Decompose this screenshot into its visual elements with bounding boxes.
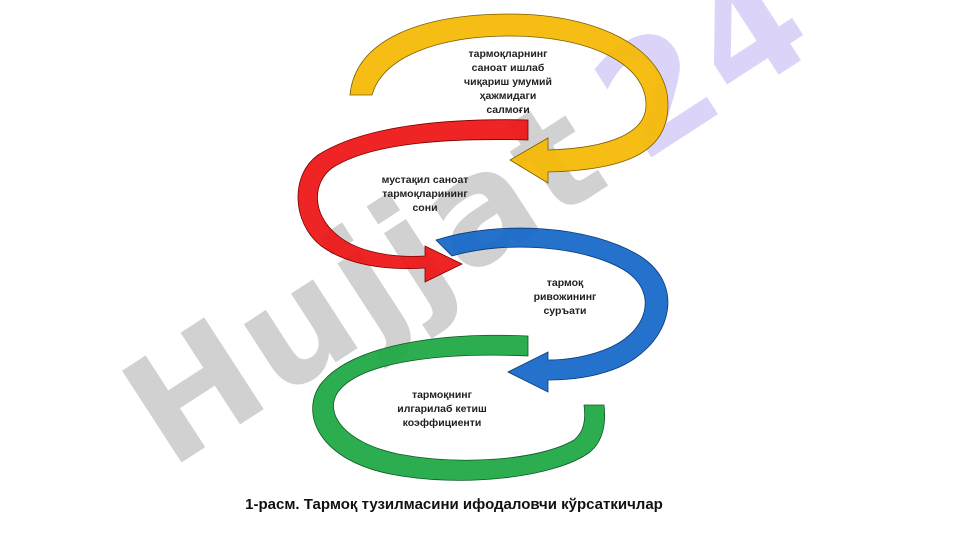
label-line: тармоқларининг <box>382 188 468 200</box>
label-blue: тармоқ ривожининг суръати <box>515 276 615 318</box>
green-arrow <box>312 334 606 481</box>
label-yellow: тармоқларнинг саноат ишлаб чиқариш умуми… <box>448 47 568 117</box>
label-line: ривожининг <box>533 291 597 303</box>
label-line: саноат ишлаб <box>471 62 545 74</box>
label-line: салмоғи <box>486 104 530 116</box>
blue-arrow <box>435 227 669 393</box>
figure-caption: 1-расм. Тармоқ тузилмасини ифодаловчи кў… <box>245 496 663 513</box>
label-line: чиқариш умумий <box>464 76 552 88</box>
label-line: мустақил саноат <box>381 174 469 186</box>
label-line: суръати <box>543 305 587 317</box>
label-line: тармоқнинг <box>411 389 473 401</box>
red-arrow <box>297 119 529 283</box>
yellow-arrow <box>349 13 669 184</box>
label-red: мустақил саноат тармоқларининг сони <box>370 173 480 215</box>
label-line: тармоқларнинг <box>468 48 548 60</box>
label-line: тармоқ <box>546 277 584 289</box>
label-green: тармоқнинг илгарилаб кетиш коэффициенти <box>384 388 500 430</box>
label-line: ҳажмидаги <box>479 90 537 102</box>
label-line: сони <box>412 202 438 214</box>
label-line: коэффициенти <box>402 417 482 429</box>
label-line: илгарилаб кетиш <box>397 403 487 415</box>
